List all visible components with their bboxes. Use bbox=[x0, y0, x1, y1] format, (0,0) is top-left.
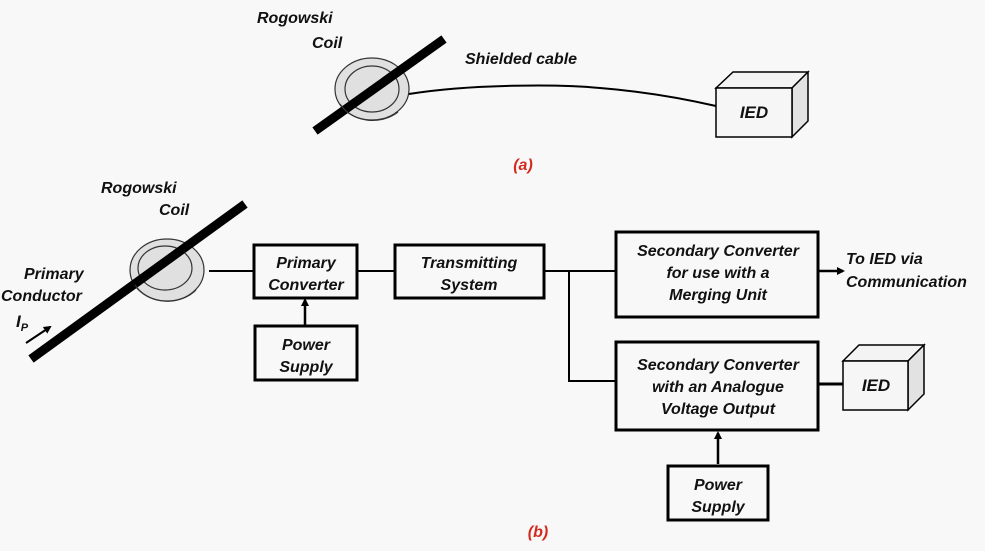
ied-device-b: IED bbox=[841, 343, 926, 412]
caption-b: (b) bbox=[528, 524, 548, 541]
secondary-mu-line2: for use with a bbox=[666, 265, 769, 282]
primary-converter-block: Primary Converter bbox=[252, 243, 359, 300]
current-symbol: IP bbox=[16, 312, 29, 334]
secondary-analogue-line3: Voltage Output bbox=[661, 401, 776, 418]
secondary-mu-line1: Secondary Converter bbox=[637, 243, 800, 260]
power-supply-2-line2: Supply bbox=[691, 499, 745, 516]
transmitting-system-line2: System bbox=[441, 277, 498, 294]
to-ied-line1: To IED via bbox=[846, 251, 923, 268]
ied-label-a: IED bbox=[740, 103, 768, 122]
diagram-a: Rogowski Coil Shielded cable IED (a) bbox=[257, 10, 810, 174]
coil-label-a-line2: Coil bbox=[312, 35, 343, 52]
coil-front-a bbox=[339, 103, 399, 122]
primary-conductor-b bbox=[28, 200, 248, 363]
shielded-cable-label: Shielded cable bbox=[465, 51, 577, 68]
caption-a: (a) bbox=[513, 157, 533, 174]
conductor-label-line1: Primary bbox=[24, 266, 85, 283]
secondary-converter-mu-block: Secondary Converter for use with a Mergi… bbox=[614, 230, 820, 319]
to-ied-line2: Communication bbox=[846, 274, 967, 291]
diagram-b: Rogowski Coil Primary Conductor IP Prima… bbox=[1, 180, 967, 541]
current-direction-arrow bbox=[25, 325, 52, 344]
secondary-analogue-line2: with an Analogue bbox=[652, 379, 784, 396]
primary-converter-line1: Primary bbox=[276, 255, 337, 272]
power-supply-1-line2: Supply bbox=[279, 359, 333, 376]
power-supply-block-1: Power Supply bbox=[253, 324, 359, 382]
primary-conductor-a bbox=[312, 35, 447, 135]
wire-transmitting-to-secondary-analogue bbox=[568, 271, 616, 382]
coil-label-b-line2: Coil bbox=[159, 202, 190, 219]
primary-converter-line2: Converter bbox=[268, 277, 344, 294]
conductor-label-line2: Conductor bbox=[1, 288, 83, 305]
ied-device-a: IED bbox=[714, 70, 810, 139]
ied-label-b: IED bbox=[862, 376, 890, 395]
coil-label-a-line1: Rogowski bbox=[257, 10, 333, 27]
secondary-converter-analogue-block: Secondary Converter with an Analogue Vol… bbox=[614, 340, 820, 432]
transmitting-system-block: Transmitting System bbox=[393, 243, 546, 300]
power-supply-block-2: Power Supply bbox=[666, 464, 770, 522]
coil-label-b-line1: Rogowski bbox=[101, 180, 177, 197]
secondary-analogue-line1: Secondary Converter bbox=[637, 357, 800, 374]
power-supply-1-line1: Power bbox=[282, 337, 331, 354]
shielded-cable bbox=[408, 84, 717, 107]
secondary-mu-line3: Merging Unit bbox=[669, 287, 767, 304]
transmitting-system-line1: Transmitting bbox=[421, 255, 518, 272]
coil-front-b bbox=[134, 284, 197, 302]
power-supply-2-line1: Power bbox=[694, 477, 743, 494]
